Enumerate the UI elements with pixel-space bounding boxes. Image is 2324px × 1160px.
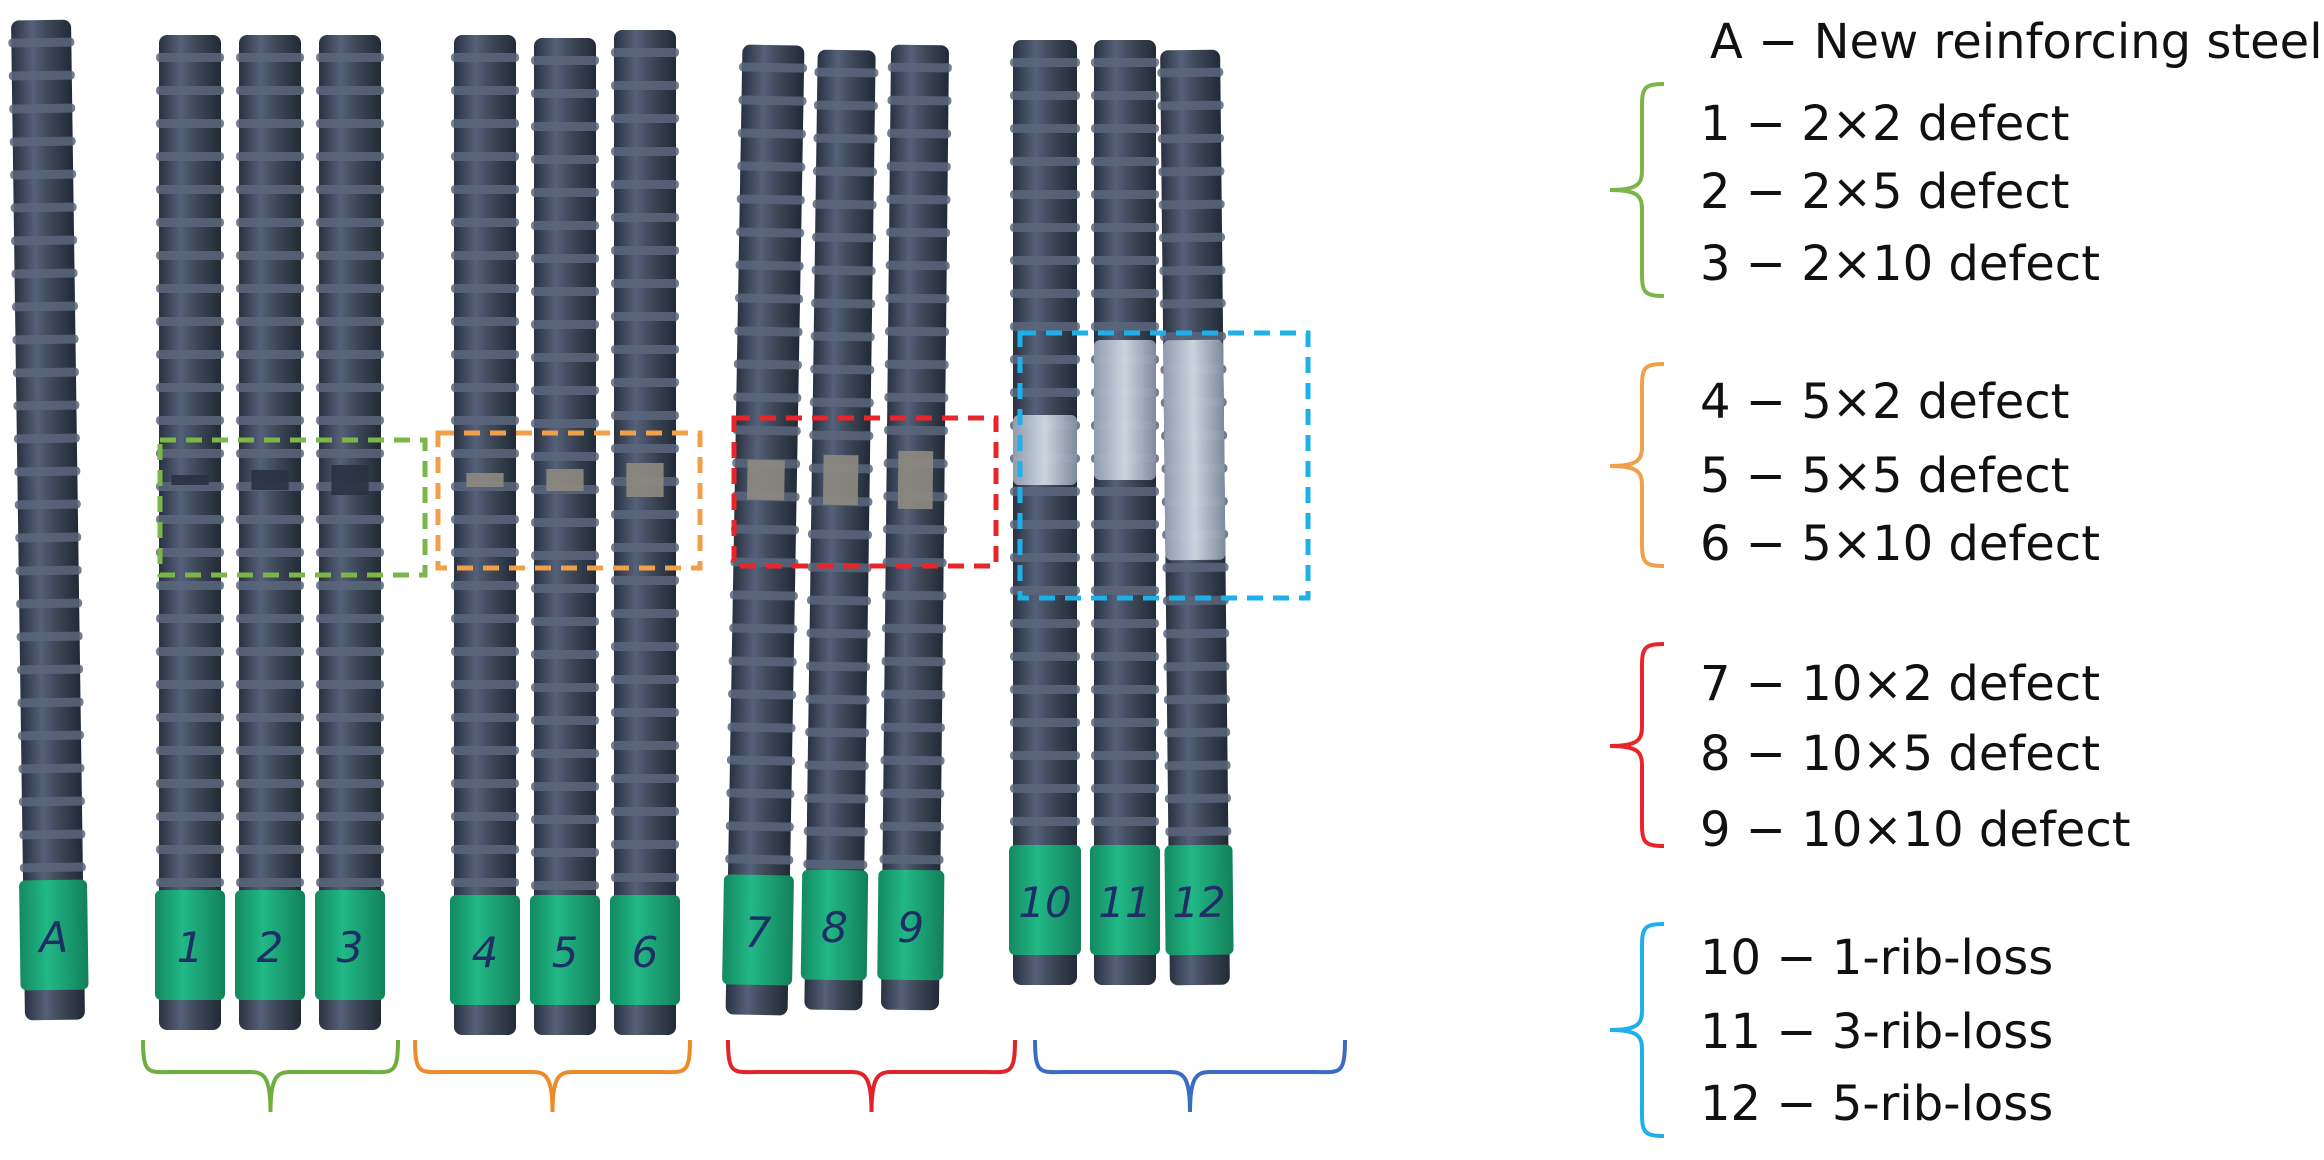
highlight-box-group-3	[731, 415, 999, 569]
legend-brace-group-2	[1609, 362, 1665, 568]
legend-item-8: 8 − 10×5 defect	[1700, 726, 2101, 782]
legend-item-3: 3 − 2×10 defect	[1700, 236, 2101, 292]
rebar-4: 4	[450, 35, 520, 1035]
legend-item-7: 7 − 10×2 defect	[1700, 656, 2101, 712]
rebar-5: 5	[530, 38, 600, 1035]
legend-brace-group-3	[1609, 642, 1665, 848]
legend-item-5: 5 − 5×5 defect	[1700, 448, 2070, 504]
legend-item-1: 1 − 2×2 defect	[1700, 96, 2070, 152]
rebar-tag-label: 5	[552, 928, 579, 977]
bottom-brace-group-4	[1033, 1039, 1347, 1113]
legend-item-9: 9 − 10×10 defect	[1700, 802, 2131, 858]
legend-brace-group-4	[1609, 922, 1665, 1138]
rebar-9: 9	[877, 44, 952, 1011]
legend: A − New reinforcing steel 1 − 2×2 defect…	[1560, 0, 2324, 1160]
bottom-brace-group-1	[141, 1039, 400, 1113]
rebar-3: 3	[315, 35, 385, 1030]
rebar-7: 7	[722, 44, 808, 1016]
rebar-8: 8	[800, 49, 879, 1011]
rebar-6: 6	[610, 30, 680, 1035]
legend-brace-group-1	[1609, 82, 1665, 298]
rebar-11: 11	[1090, 40, 1160, 985]
rebar-1: 1	[155, 35, 225, 1030]
rebar-tag-label: 1	[177, 923, 204, 972]
rebar-tag-label: 7	[744, 908, 772, 957]
legend-item-4: 4 − 5×2 defect	[1700, 374, 2070, 430]
rebar-12: 12	[1157, 49, 1234, 986]
highlight-box-group-2	[435, 430, 703, 571]
bottom-brace-group-3	[726, 1039, 1017, 1113]
legend-item-2: 2 − 2×5 defect	[1700, 164, 2070, 220]
rebar-tag-label: 4	[472, 928, 499, 977]
legend-item-10: 10 − 1-rib-loss	[1700, 930, 2054, 986]
rebar-A: A	[8, 19, 89, 1021]
rebar-tag-label: 8	[821, 903, 848, 952]
rebar-tag-label: 11	[1098, 878, 1151, 927]
legend-header: A − New reinforcing steel	[1710, 14, 2323, 70]
highlight-box-group-4	[1017, 330, 1311, 601]
rebar-tag-label: A	[36, 913, 68, 962]
rebar-tag-label: 2	[257, 923, 284, 972]
legend-item-11: 11 − 3-rib-loss	[1700, 1004, 2054, 1060]
rebar-2: 2	[235, 35, 305, 1030]
rebar-tag-label: 9	[897, 903, 924, 952]
rebar-10: 10	[1009, 40, 1081, 985]
rebar-tag-label: 3	[337, 923, 364, 972]
rebar-tag-label: 12	[1172, 878, 1226, 928]
bottom-brace-group-2	[413, 1039, 692, 1113]
rebar-tag-label: 6	[632, 928, 659, 977]
rebar-tag-label: 10	[1018, 878, 1071, 927]
legend-item-12: 12 − 5-rib-loss	[1700, 1076, 2054, 1132]
highlight-box-group-1	[157, 437, 428, 578]
legend-item-6: 6 − 5×10 defect	[1700, 516, 2101, 572]
